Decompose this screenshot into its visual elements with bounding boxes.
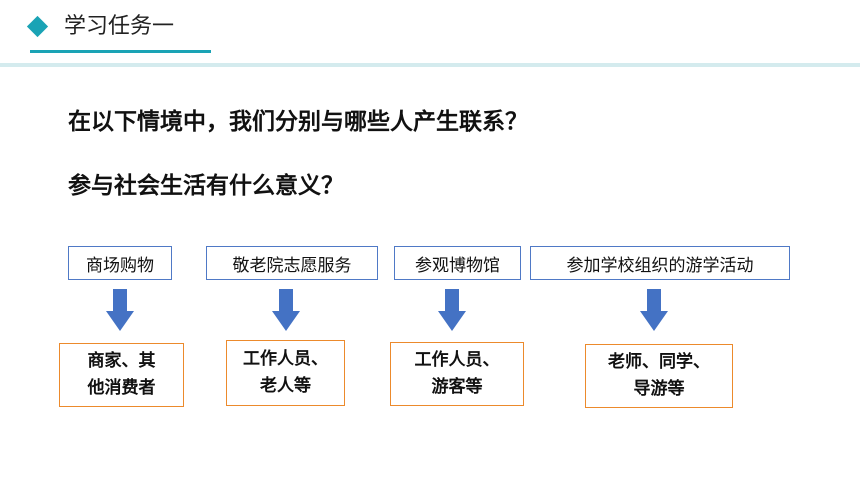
- people-label: 工作人员、 游客等: [414, 350, 500, 397]
- scenario-box-nursing-home: 敬老院志愿服务: [206, 246, 378, 280]
- diamond-bullet-icon: [26, 15, 49, 38]
- page-title: 学习任务一: [64, 14, 175, 39]
- down-arrow-icon: [106, 289, 134, 331]
- scenario-box-shopping: 商场购物: [68, 246, 172, 280]
- down-arrow-icon: [272, 289, 300, 331]
- question-1: 在以下情境中，我们分别与哪些人产生联系？: [68, 109, 528, 135]
- title-underline: [30, 50, 211, 53]
- down-arrow-icon: [438, 289, 466, 331]
- people-box-museum: 工作人员、 游客等: [390, 342, 524, 406]
- scenario-label: 商场购物: [86, 255, 154, 276]
- question-2: 参与社会生活有什么意义？: [68, 173, 344, 199]
- scenario-label: 参加学校组织的游学活动: [566, 255, 754, 276]
- people-label: 老师、同学、 导游等: [608, 352, 710, 399]
- people-label: 工作人员、 老人等: [243, 349, 328, 396]
- header-divider: [0, 63, 860, 67]
- people-label: 商家、其 他消费者: [87, 351, 156, 398]
- people-box-nursing-home: 工作人员、 老人等: [226, 340, 345, 406]
- people-box-study-tour: 老师、同学、 导游等: [585, 344, 733, 408]
- scenario-box-study-tour: 参加学校组织的游学活动: [530, 246, 790, 280]
- scenario-label: 敬老院志愿服务: [232, 255, 352, 276]
- scenario-box-museum: 参观博物馆: [394, 246, 521, 280]
- down-arrow-icon: [640, 289, 668, 331]
- people-box-shopping: 商家、其 他消费者: [59, 343, 184, 407]
- scenario-label: 参观博物馆: [415, 255, 500, 276]
